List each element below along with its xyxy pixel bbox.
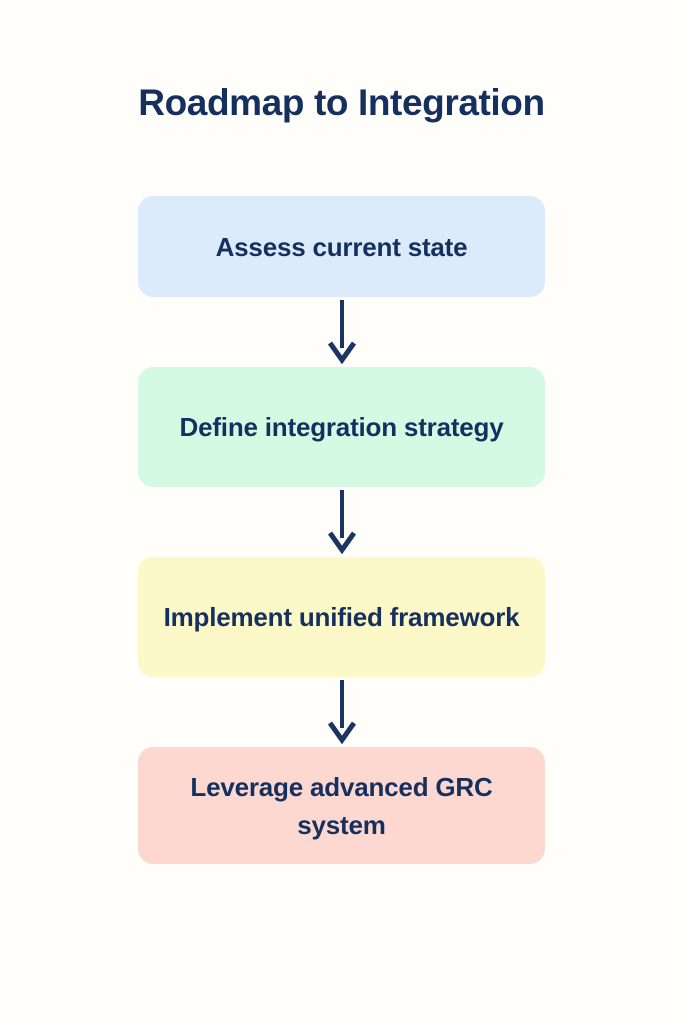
flow-node-label: Define integration strategy [179,412,504,442]
arrow-down-icon [327,680,356,744]
flow-connector-2 [138,487,545,557]
flow-node-step-3[interactable]: Implement unified framework [138,557,545,677]
flowchart-node-stack: Assess current state Define integration … [138,196,545,864]
flow-node-step-1[interactable]: Assess current state [138,196,545,297]
flow-node-label: Leverage advanced GRC system [190,771,493,840]
flow-node-step-2[interactable]: Define integration strategy [138,367,545,487]
flow-node-label: Implement unified framework [163,602,520,632]
flow-connector-1 [138,297,545,367]
flow-connector-3 [138,677,545,747]
flow-node-label: Assess current state [215,231,468,262]
arrow-down-icon [327,490,356,554]
arrow-down-icon [327,300,356,364]
page-title: Roadmap to Integration [138,82,545,123]
flow-node-step-4[interactable]: Leverage advanced GRC system [138,747,545,864]
